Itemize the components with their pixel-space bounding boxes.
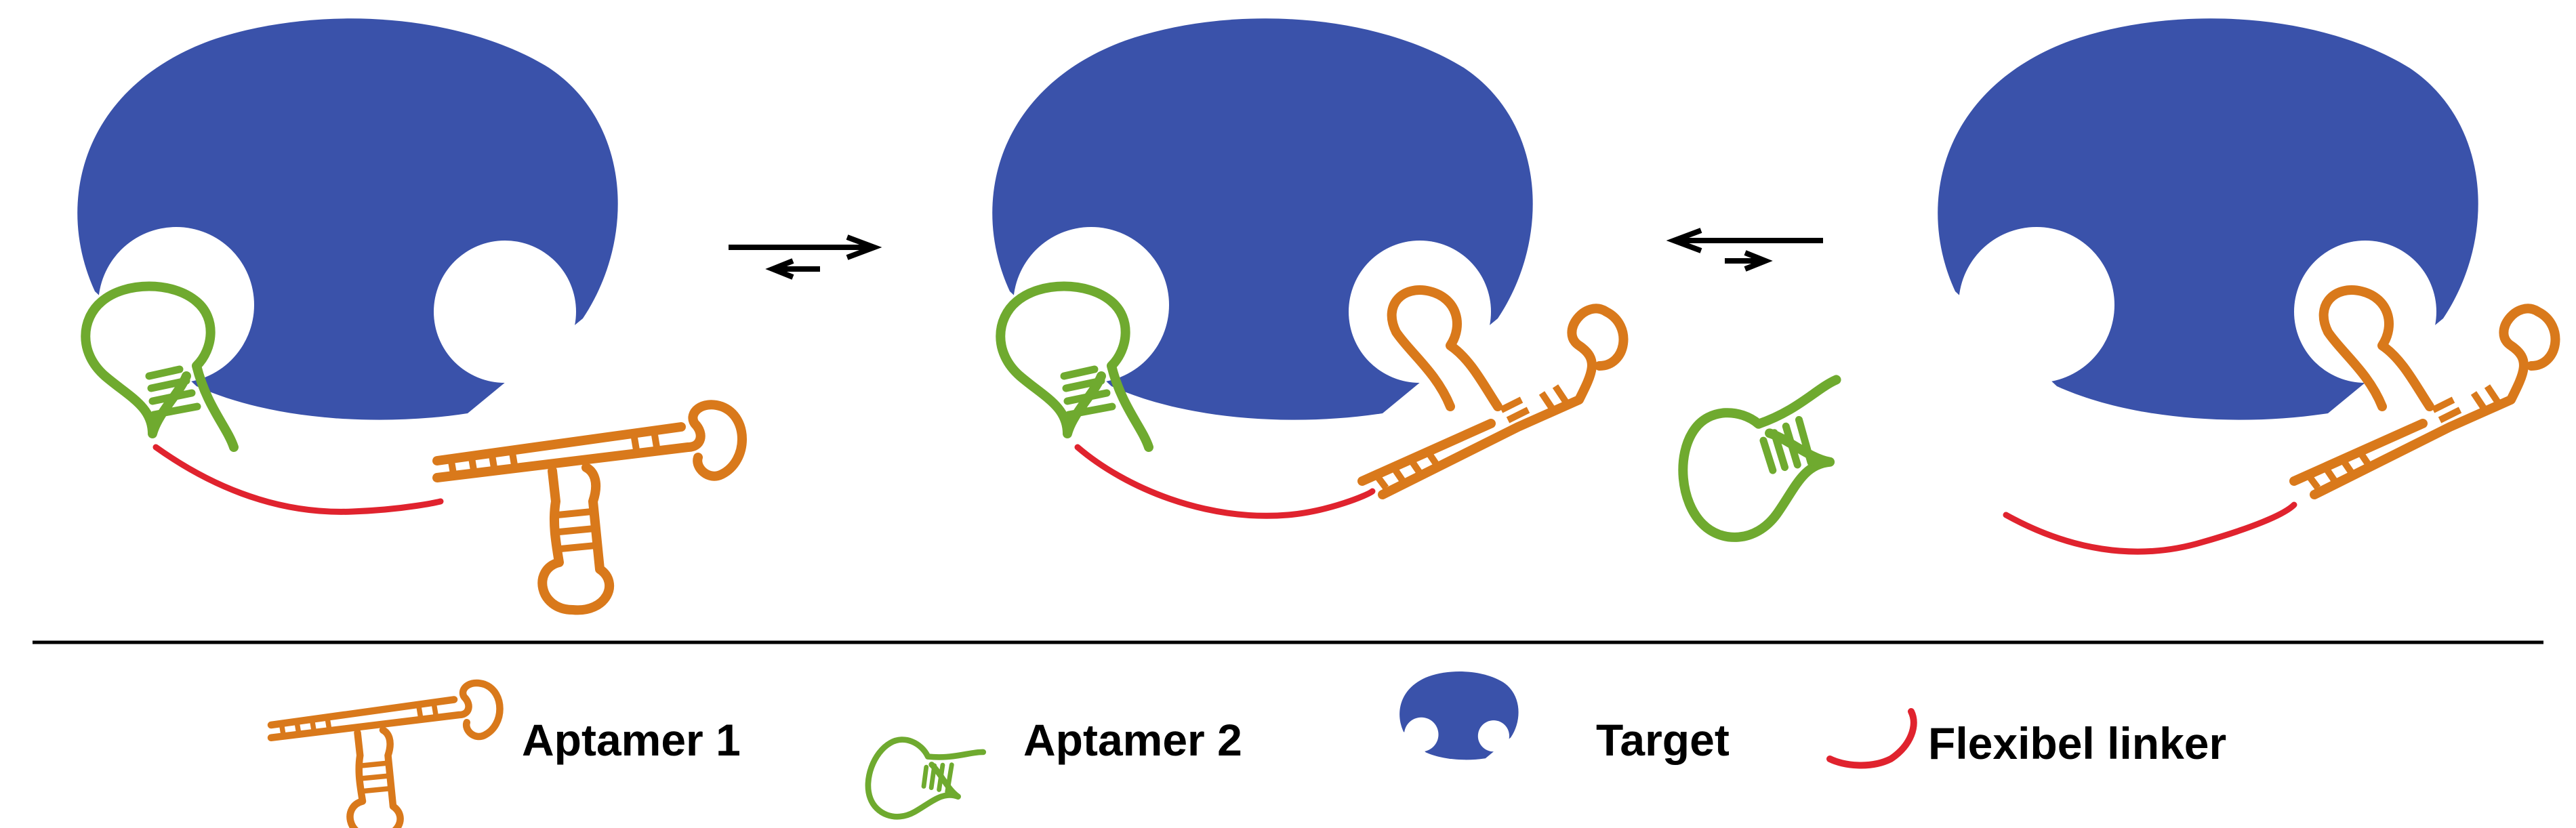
reverse-arrow-left <box>765 258 820 280</box>
linker-2 <box>1074 444 1376 519</box>
legend-target-icon <box>1399 671 1519 760</box>
equilibrium-arrows-right <box>1666 228 1823 272</box>
forward-arrow-left <box>729 234 882 260</box>
target-1 <box>77 18 618 420</box>
legend: Aptamer 1 Aptamer 2 Target Flexibel link… <box>271 671 2226 828</box>
legend-aptamer-1-icon <box>271 683 500 828</box>
reverse-arrow-right <box>1666 228 1823 253</box>
legend-aptamer-2-icon <box>858 718 983 828</box>
legend-linker-icon <box>1826 708 1917 769</box>
forward-arrow-right <box>1725 250 1773 272</box>
legend-linker-label: Flexibel linker <box>1928 718 2226 768</box>
legend-target-label: Target <box>1596 715 1730 765</box>
aptamer-1-free <box>437 405 742 610</box>
panel-1 <box>77 18 742 610</box>
panel-3 <box>1676 18 2556 555</box>
panel-2 <box>992 18 1623 519</box>
equilibrium-arrows-left <box>729 234 882 280</box>
target-2 <box>992 18 1533 420</box>
legend-aptamer-1-label: Aptamer 1 <box>522 715 741 765</box>
aptamer-2-free <box>1676 379 1849 541</box>
linker-1 <box>152 444 444 515</box>
legend-aptamer-2-label: Aptamer 2 <box>1023 715 1242 765</box>
linker-3 <box>2003 501 2297 555</box>
